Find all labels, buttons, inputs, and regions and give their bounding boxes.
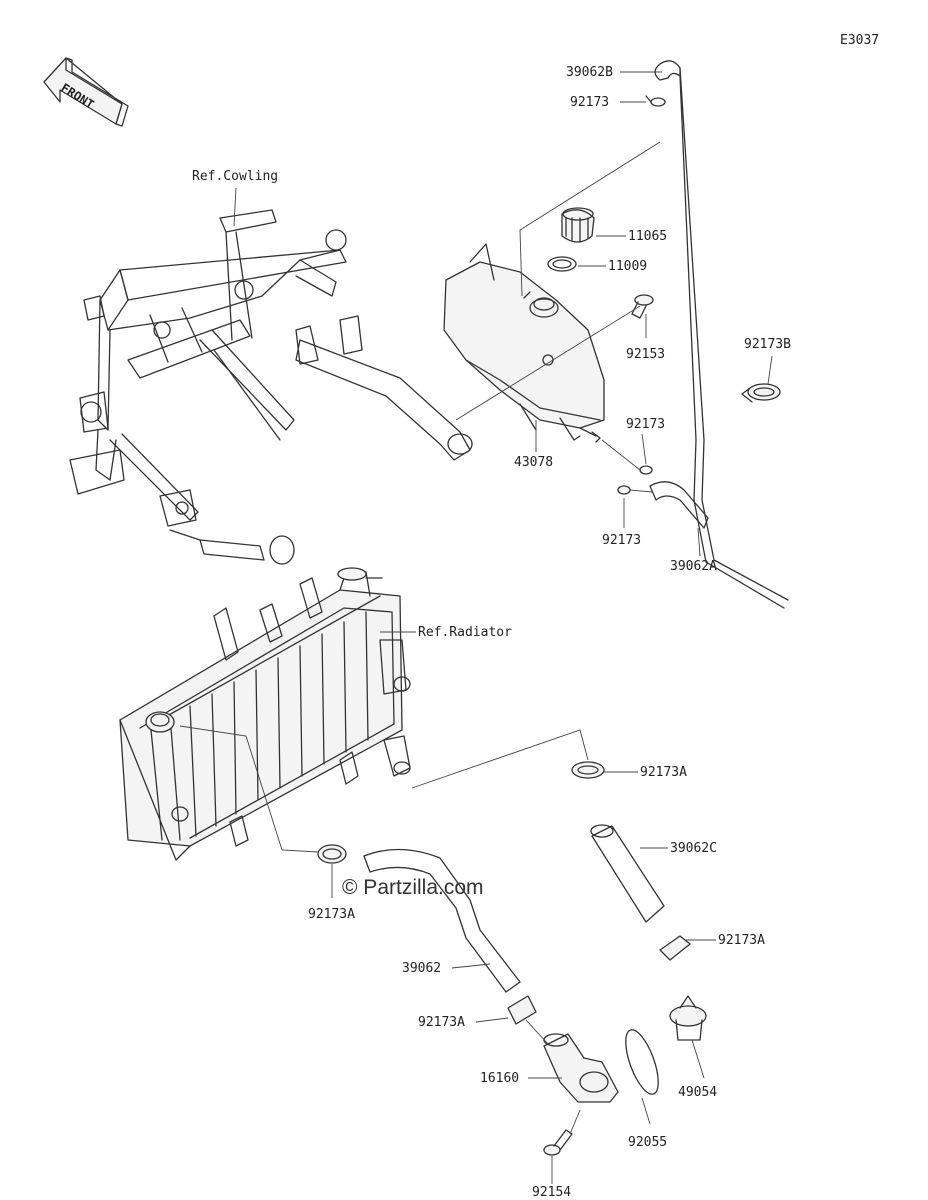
hose-39062C: [590, 824, 665, 923]
callout-92173A-1: 92173A: [640, 765, 687, 780]
tank-outlet: [591, 431, 601, 443]
hose-39062B: [654, 60, 789, 609]
callout-92173A-3: 92173A: [308, 907, 355, 922]
clamp-92173-mid: [639, 465, 653, 475]
clamp-92173A-3: [317, 844, 347, 864]
radiator: [119, 567, 411, 861]
callout-92173B: 92173B: [744, 337, 791, 352]
thermostat: [669, 995, 707, 1041]
callout-11009: 11009: [608, 259, 647, 274]
gasket: [547, 256, 577, 272]
hose-39062A: [649, 481, 709, 529]
diagram-code: E3037: [840, 33, 879, 48]
watermark: © Partzilla.com: [342, 876, 484, 899]
o-ring: [625, 1029, 659, 1095]
callout-92154: 92154: [532, 1185, 571, 1200]
callout-92055: 92055: [628, 1135, 667, 1150]
bolt-92154: [543, 1129, 573, 1156]
callout-43078: 43078: [514, 455, 553, 470]
callout-16160: 16160: [480, 1071, 519, 1086]
clamp-92173-low: [617, 485, 631, 495]
water-pump-cover: [543, 1033, 619, 1103]
clamp-92173A-1: [571, 761, 605, 779]
ref-radiator-label: Ref.Radiator: [418, 625, 512, 640]
clamp-92173-top: [645, 95, 666, 107]
callout-39062: 39062: [402, 961, 441, 976]
ref-cowling-label: Ref.Cowling: [192, 169, 278, 184]
clamp-92173A-4: [507, 995, 537, 1025]
hose-39062: [363, 848, 521, 993]
callout-92173A-4: 92173A: [418, 1015, 465, 1030]
callout-49054: 49054: [678, 1085, 717, 1100]
front-arrow-icon: FRONT: [43, 57, 129, 127]
callout-39062C: 39062C: [670, 841, 717, 856]
callout-92173-top: 92173: [570, 95, 609, 110]
callout-11065: 11065: [628, 229, 667, 244]
callout-39062A: 39062A: [670, 559, 717, 574]
cowling-bracket: [69, 209, 473, 565]
clamp-92173A-2: [659, 935, 691, 961]
callout-92153: 92153: [626, 347, 665, 362]
reservoir-tank: [443, 243, 605, 441]
clamp-92173B: [741, 383, 781, 403]
callout-39062B: 39062B: [566, 65, 613, 80]
callout-92173A-2: 92173A: [718, 933, 765, 948]
bolt-92153: [631, 294, 654, 319]
callout-92173-low: 92173: [602, 533, 641, 548]
callout-92173-mid: 92173: [626, 417, 665, 432]
leader-lines: [179, 71, 773, 1184]
reservoir-cap: [561, 207, 595, 243]
